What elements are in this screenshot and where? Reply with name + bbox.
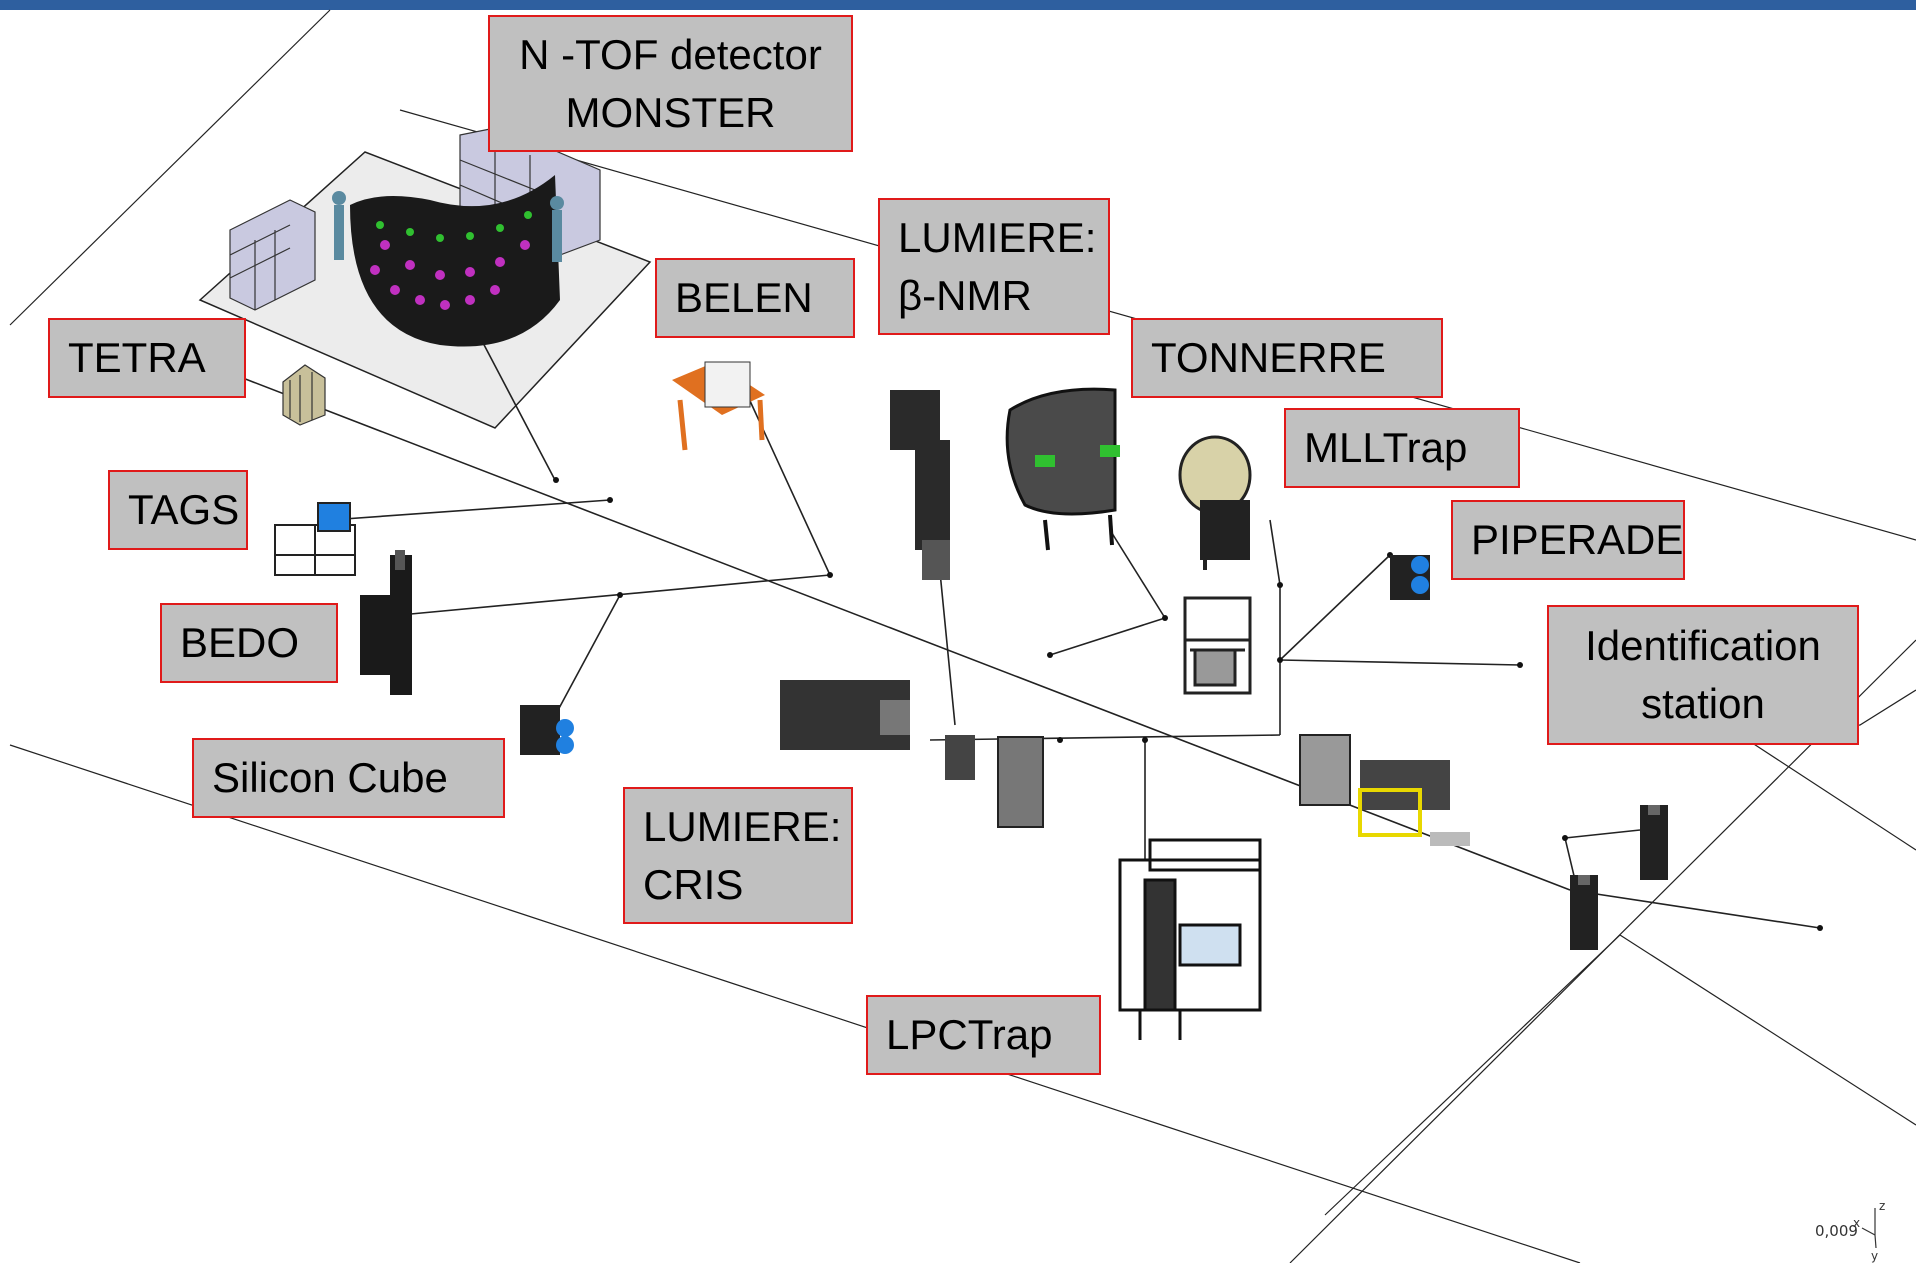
scale-value: 0,009 xyxy=(1815,1222,1858,1240)
label-silicon-cube: Silicon Cube xyxy=(192,738,505,818)
piperade-device xyxy=(1390,555,1430,600)
label-bedo: BEDO xyxy=(160,603,338,683)
person-figure-left xyxy=(332,191,346,260)
label-belen: BELEN xyxy=(655,258,855,338)
silicon-cube-device xyxy=(520,705,574,755)
central-frame-device xyxy=(1183,596,1252,695)
label-lumiere-bnmr: LUMIERE: β-NMR xyxy=(878,198,1110,335)
label-lpctrap: LPCTrap xyxy=(866,995,1101,1075)
axis-label-z: z xyxy=(1879,1199,1885,1213)
cris-beamline-device xyxy=(780,680,1044,828)
end-stand-1 xyxy=(1640,805,1668,880)
bedo-device xyxy=(360,550,412,695)
person-figure-right xyxy=(550,196,564,262)
label-tetra: TETRA xyxy=(48,318,246,398)
axis-label-x: x xyxy=(1853,1216,1860,1230)
label-lumiere-cris: LUMIERE: CRIS xyxy=(623,787,853,924)
tags-device xyxy=(274,502,356,576)
bnmr-beamline-device xyxy=(890,390,950,580)
label-ntof-monster: N -TOF detector MONSTER xyxy=(488,15,853,152)
tetra-device xyxy=(282,364,326,426)
mlltrap-device xyxy=(1178,435,1252,570)
header-bar xyxy=(0,0,1916,10)
rack-left xyxy=(229,199,316,311)
monster-detector-array xyxy=(350,175,560,347)
label-identification-station: Identification station xyxy=(1547,605,1859,745)
tonnerre-device xyxy=(1005,387,1120,551)
end-stand-2 xyxy=(1570,875,1598,950)
lpctrap-device xyxy=(1118,838,1262,1040)
label-mlltrap: MLLTrap xyxy=(1284,408,1520,488)
axis-indicator xyxy=(1861,1208,1877,1249)
label-tonnerre: TONNERRE xyxy=(1131,318,1443,398)
belen-device xyxy=(672,361,765,451)
axis-label-y: y xyxy=(1871,1249,1878,1263)
label-piperade: PIPERADE xyxy=(1451,500,1685,580)
junction-dots xyxy=(553,477,1823,931)
label-tags: TAGS xyxy=(108,470,248,550)
beamline-network xyxy=(234,279,1821,929)
lower-beamline-device xyxy=(1299,734,1470,846)
